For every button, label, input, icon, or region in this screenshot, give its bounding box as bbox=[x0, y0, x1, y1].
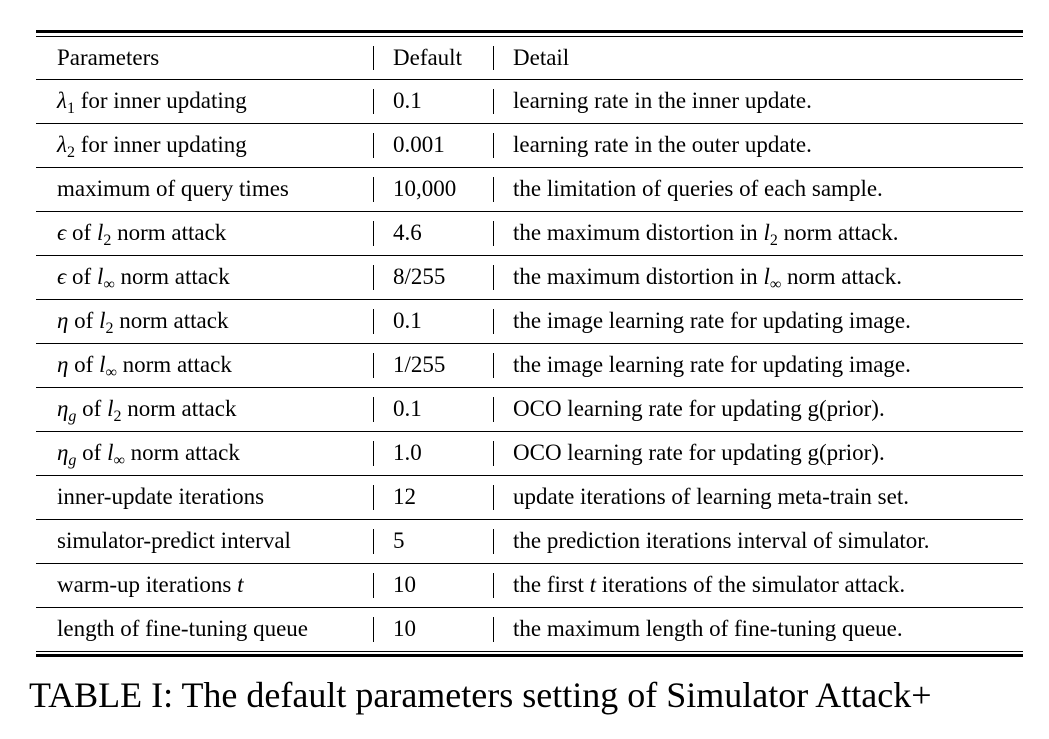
parameter-cell: λ2 for inner updating bbox=[36, 122, 373, 167]
parameter-cell: ηg of l∞ norm attack bbox=[36, 430, 373, 475]
detail-cell: OCO learning rate for updating g(prior). bbox=[493, 386, 1023, 431]
default-cell: 10,000 bbox=[373, 166, 493, 211]
default-cell: 0.1 bbox=[373, 78, 493, 123]
parameter-cell: ϵ of l2 norm attack bbox=[36, 210, 373, 255]
table-bottom-rule bbox=[36, 651, 1023, 657]
default-cell: 1/255 bbox=[373, 342, 493, 387]
header-parameters: Parameters bbox=[57, 44, 160, 70]
default-cell: 12 bbox=[373, 474, 493, 519]
detail-cell: learning rate in the inner update. bbox=[493, 78, 1023, 123]
detail-cell: the maximum distortion in l2 norm attack… bbox=[493, 210, 1023, 255]
detail-cell: update iterations of learning meta-train… bbox=[493, 474, 1023, 519]
parameter-cell: length of fine-tuning queue bbox=[36, 606, 373, 651]
detail-cell: the maximum distortion in l∞ norm attack… bbox=[493, 254, 1023, 299]
detail-cell: the maximum length of fine-tuning queue. bbox=[493, 606, 1023, 651]
default-cell: 5 bbox=[373, 518, 493, 563]
detail-cell: the image learning rate for updating ima… bbox=[493, 298, 1023, 343]
parameter-cell: λ1 for inner updating bbox=[36, 78, 373, 123]
default-cell: 10 bbox=[373, 606, 493, 651]
default-cell: 4.6 bbox=[373, 210, 493, 255]
default-cell: 0.001 bbox=[373, 122, 493, 167]
detail-cell: the image learning rate for updating ima… bbox=[493, 342, 1023, 387]
header-detail: Detail bbox=[493, 37, 1023, 79]
detail-cell: the limitation of queries of each sample… bbox=[493, 166, 1023, 211]
default-cell: 0.1 bbox=[373, 386, 493, 431]
table-top-rule bbox=[36, 30, 1023, 37]
default-cell: 0.1 bbox=[373, 298, 493, 343]
parameter-cell: ϵ of l∞ norm attack bbox=[36, 254, 373, 299]
detail-cell: the prediction iterations interval of si… bbox=[493, 518, 1023, 563]
default-cell: 8/255 bbox=[373, 254, 493, 299]
parameter-cell: simulator-predict interval bbox=[36, 518, 373, 563]
parameter-cell: ηg of l2 norm attack bbox=[36, 386, 373, 431]
table-caption: TABLE I: The default parameters setting … bbox=[29, 675, 932, 715]
default-cell: 10 bbox=[373, 562, 493, 607]
parameter-cell: η of l2 norm attack bbox=[36, 298, 373, 343]
detail-cell: the first t iterations of the simulator … bbox=[493, 562, 1023, 607]
detail-cell: OCO learning rate for updating g(prior). bbox=[493, 430, 1023, 475]
table-body: Parameters Default Detail λ1 for inner u… bbox=[36, 37, 1023, 651]
parameter-cell: inner-update iterations bbox=[36, 474, 373, 519]
parameter-cell: warm-up iterations t bbox=[36, 562, 373, 607]
parameters-table: Parameters Default Detail λ1 for inner u… bbox=[36, 30, 1023, 657]
parameter-cell: η of l∞ norm attack bbox=[36, 342, 373, 387]
default-cell: 1.0 bbox=[373, 430, 493, 475]
table-header-row: Parameters Default Detail bbox=[36, 37, 1023, 79]
parameter-cell: maximum of query times bbox=[36, 166, 373, 211]
header-default: Default bbox=[373, 37, 493, 79]
detail-cell: learning rate in the outer update. bbox=[493, 122, 1023, 167]
